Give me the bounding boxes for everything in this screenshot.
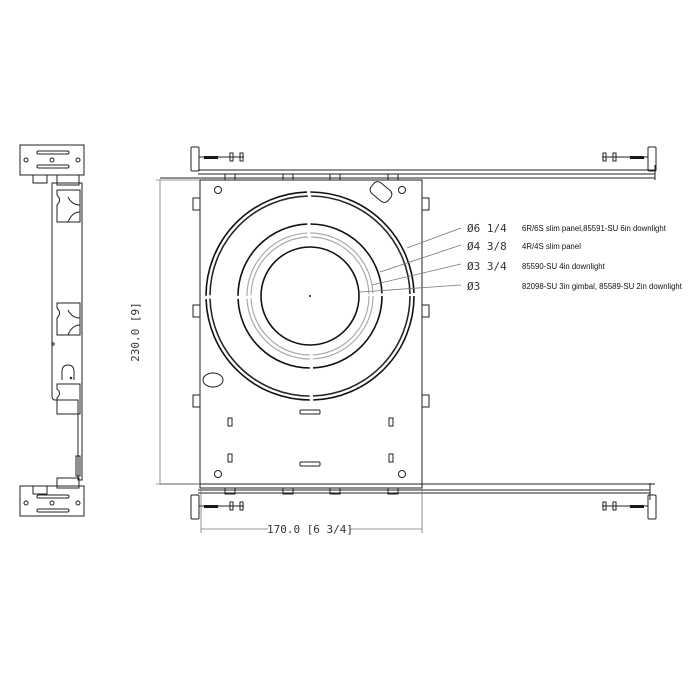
callout-description-4: 82098-SU 3in gimbal, 85589-SU 2in downli… bbox=[522, 282, 683, 291]
callout-description-1: 6R/6S slim panel,85591-SU 6in downlight bbox=[522, 224, 667, 233]
width-dimension: 170.0 [6 3/4] bbox=[267, 523, 353, 536]
callout-description-3: 85590-SU 4in downlight bbox=[522, 262, 606, 271]
side-view bbox=[19, 144, 85, 517]
callout-diameter-4: Ø3 bbox=[467, 280, 480, 293]
callout-diameter-2: Ø4 3/8 bbox=[467, 240, 507, 253]
callout-diameter-1: Ø6 1/4 bbox=[467, 222, 507, 235]
height-dimension: 230.0 [9] bbox=[129, 302, 142, 362]
callout-diameter-3: Ø3 3/4 bbox=[467, 260, 507, 273]
callout-description-2: 4R/4S slim panel bbox=[522, 242, 581, 251]
front-view bbox=[156, 146, 657, 533]
